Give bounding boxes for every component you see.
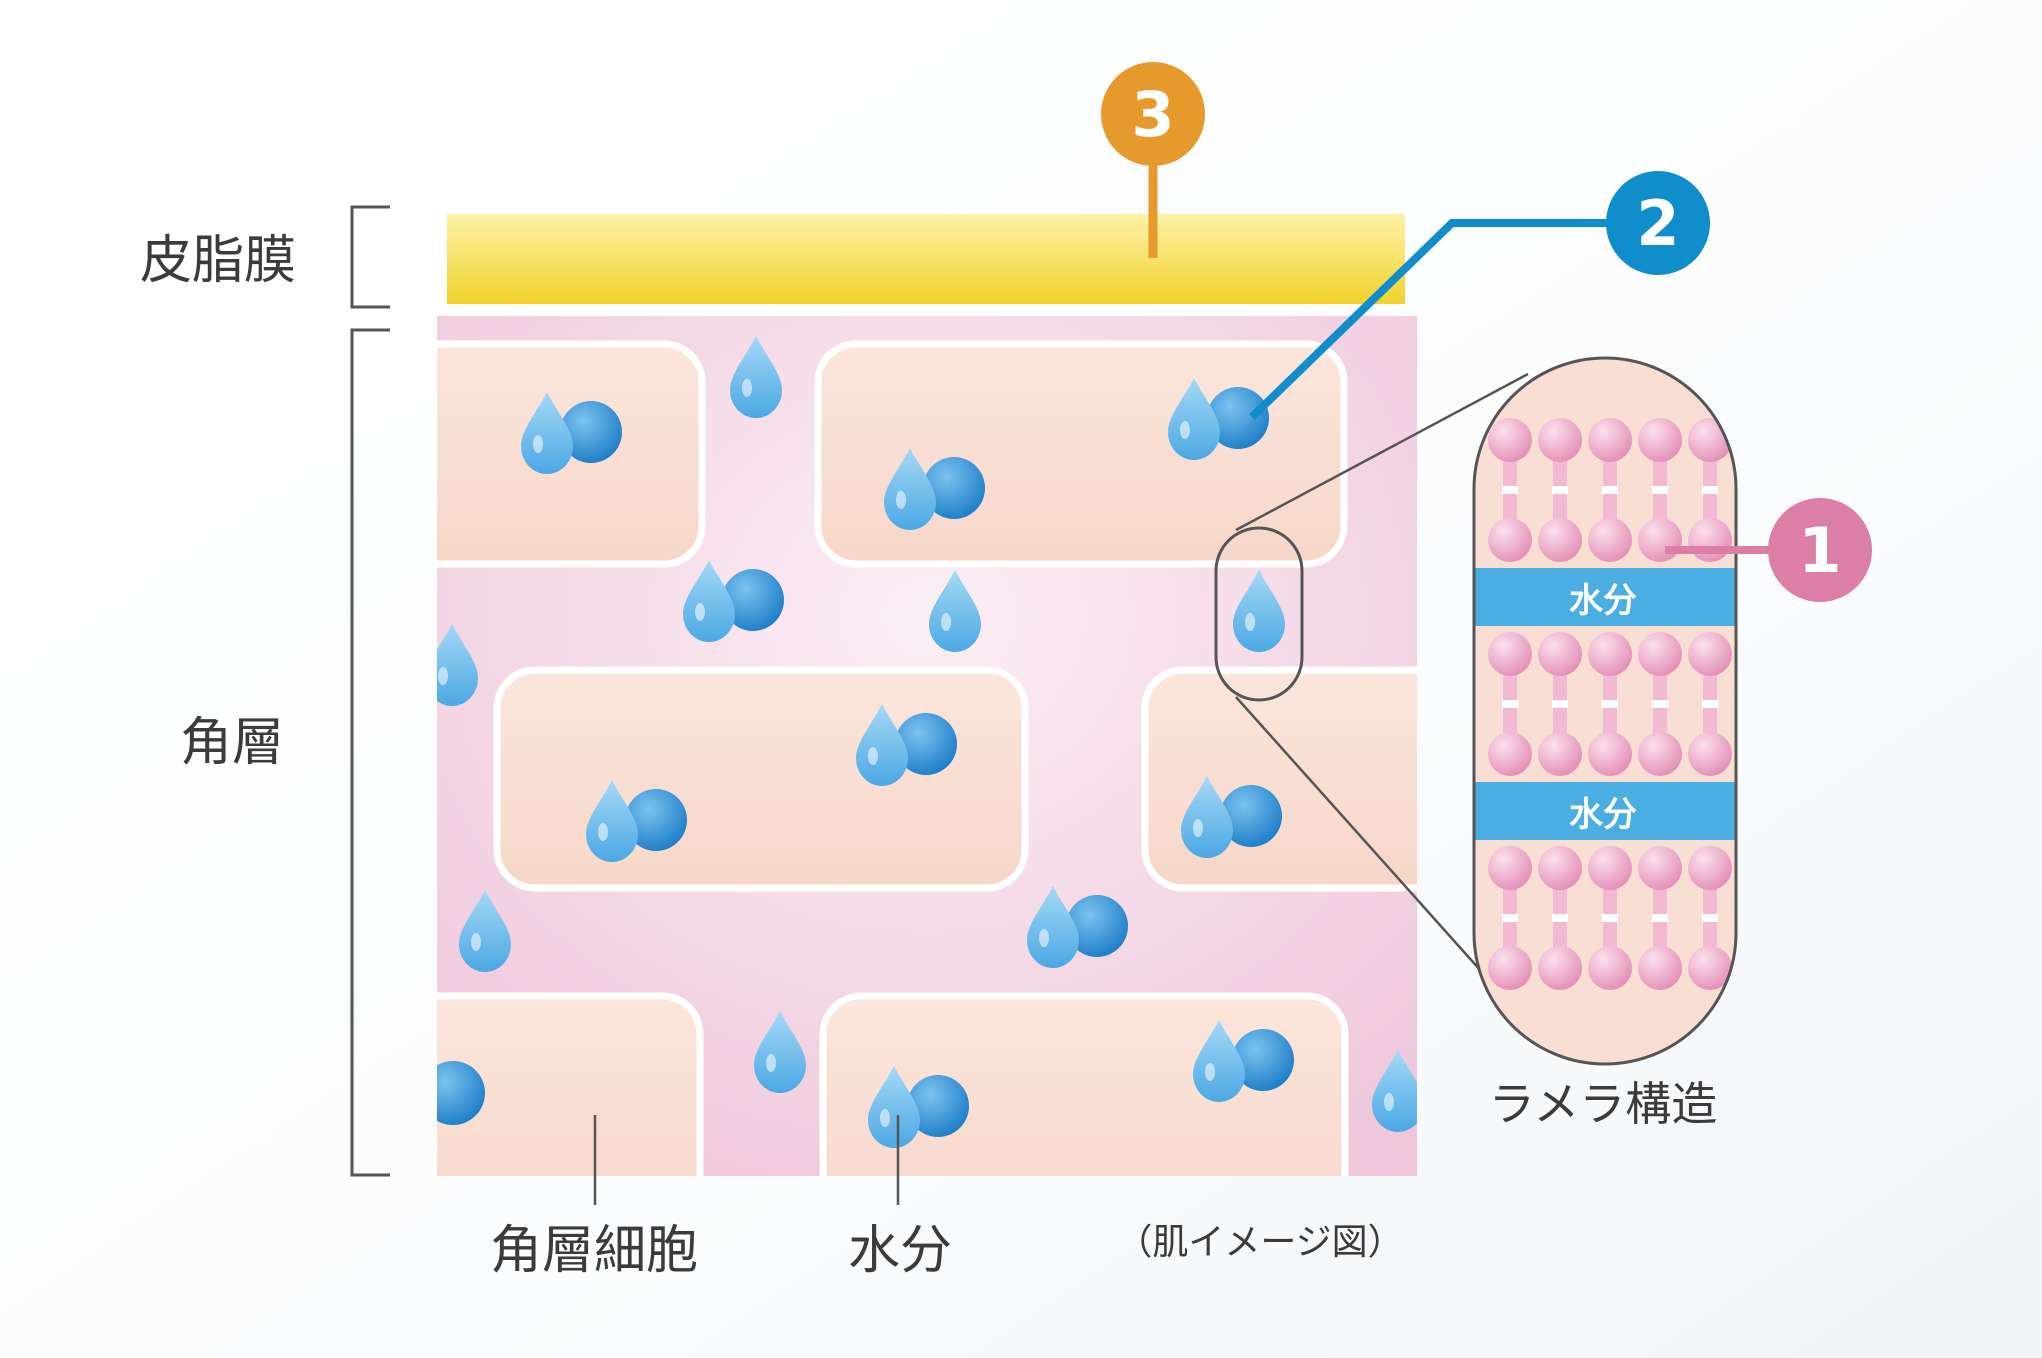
callout-2-number: 2 bbox=[1636, 187, 1679, 260]
lamellar-water-label: 水分 bbox=[1569, 795, 1637, 835]
corneocyte-cell bbox=[437, 992, 704, 1176]
callout-3-badge bbox=[1101, 62, 1205, 166]
image-note-label: （肌イメージ図） bbox=[1116, 1222, 1403, 1263]
lamellar-structure: 水分 水分 bbox=[1472, 356, 1738, 1066]
zoom-line bbox=[1235, 372, 1529, 532]
callout-2-badge bbox=[1606, 171, 1710, 275]
corneocyte-cell bbox=[493, 666, 1029, 892]
zoom-line bbox=[1235, 696, 1499, 991]
callout-3-number: 3 bbox=[1131, 78, 1174, 151]
lamellar-capsule-outline bbox=[1472, 356, 1738, 1066]
corneocyte-label: 角層細胞 bbox=[490, 1221, 698, 1281]
lamellar-water-label: 水分 bbox=[1569, 581, 1637, 621]
corneocyte-cell bbox=[814, 340, 1348, 568]
lamellar-water-band bbox=[1474, 568, 1736, 626]
lamellar-water-band bbox=[1474, 782, 1736, 840]
sebum-bracket bbox=[350, 205, 390, 309]
ceramide-sphere bbox=[437, 1061, 485, 1125]
sebum-film bbox=[447, 214, 1405, 304]
stratum-corneum bbox=[437, 316, 1417, 1176]
callout-1-badge bbox=[1768, 498, 1872, 602]
magnify-outline bbox=[1214, 526, 1304, 702]
stratum-corneum-label: 角層 bbox=[180, 713, 284, 773]
sebum-film-label: 皮脂膜 bbox=[140, 231, 296, 291]
callout-1-number: 1 bbox=[1798, 514, 1841, 587]
stratum-corneum-bracket bbox=[350, 328, 390, 1177]
water-label: 水分 bbox=[848, 1221, 952, 1281]
lamellar-structure-label: ラメラ構造 bbox=[1489, 1077, 1718, 1131]
callout-2-line bbox=[1249, 219, 1630, 420]
